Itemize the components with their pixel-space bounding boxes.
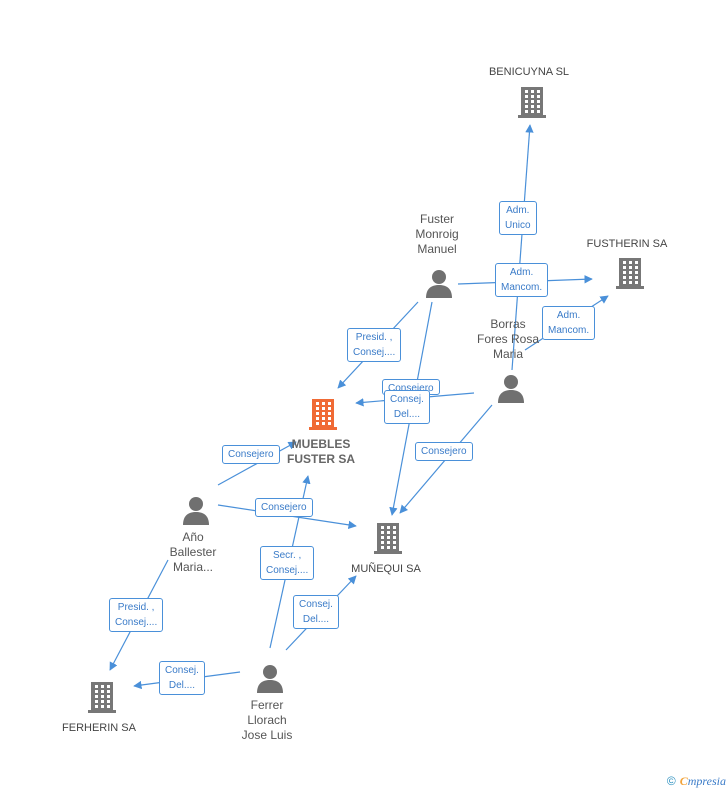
person-icon <box>257 665 283 693</box>
person-node-ano[interactable] <box>181 495 211 530</box>
building-icon <box>374 523 402 554</box>
person-node-fuster[interactable] <box>424 268 454 303</box>
person-label-ferrer[interactable]: Ferrer Llorach Jose Luis <box>241 698 293 742</box>
building-icon <box>88 682 116 713</box>
company-label-fustherin[interactable]: FUSTHERIN SA <box>586 238 668 250</box>
brand-initial: C <box>679 774 688 788</box>
person-label-fuster[interactable]: Fuster Monroig Manuel <box>415 212 459 256</box>
person-label-borras[interactable]: Borras Fores Rosa Maria <box>476 317 540 361</box>
relation-label-r4[interactable]: Presid. , Consej.... <box>347 328 402 362</box>
company-label-munequi[interactable]: MUÑEQUI SA <box>351 563 421 575</box>
relation-label-r8[interactable]: Consejero <box>222 445 280 464</box>
company-node-munequi[interactable] <box>373 522 403 560</box>
edge-borras-benicuyna <box>511 124 534 371</box>
person-node-ferrer[interactable] <box>255 663 285 698</box>
person-icon <box>183 497 209 525</box>
relation-label-r10[interactable]: Secr. , Consej.... <box>260 546 315 580</box>
person-label-ano[interactable]: Año Ballester Maria... <box>169 530 217 574</box>
relation-label-r9[interactable]: Consejero <box>255 498 313 517</box>
company-label-benicuyna[interactable]: BENICUYNA SL <box>488 66 570 78</box>
relation-label-r12[interactable]: Consej. Del.... <box>293 595 339 629</box>
relation-label-r2[interactable]: Adm. Mancom. <box>495 263 549 297</box>
copyright-symbol: © <box>666 774 676 788</box>
person-icon <box>426 270 452 298</box>
relation-label-r7[interactable]: Consejero <box>415 442 473 461</box>
building-icon <box>616 258 644 289</box>
building-icon <box>518 87 546 118</box>
relation-label-r13[interactable]: Consej. Del.... <box>159 661 205 695</box>
person-node-borras[interactable] <box>496 373 526 408</box>
company-node-ferherin[interactable] <box>87 681 117 719</box>
company-label-muebles[interactable]: MUEBLES FUSTER SA <box>286 437 356 466</box>
relation-label-r11[interactable]: Presid. , Consej.... <box>109 598 164 632</box>
relation-label-r6[interactable]: Consej. Del.... <box>384 390 430 424</box>
company-label-ferherin[interactable]: FERHERIN SA <box>62 722 136 734</box>
footer-brand[interactable]: ©Cmpresia <box>667 774 726 789</box>
company-node-muebles[interactable] <box>308 398 338 436</box>
building-icon <box>309 399 337 430</box>
company-node-fustherin[interactable] <box>615 257 645 295</box>
relation-label-r1[interactable]: Adm. Unico <box>499 201 537 235</box>
person-icon <box>498 375 524 403</box>
brand-name: mpresia <box>687 774 726 788</box>
company-node-benicuyna[interactable] <box>517 86 547 124</box>
relation-label-r3[interactable]: Adm. Mancom. <box>542 306 596 340</box>
